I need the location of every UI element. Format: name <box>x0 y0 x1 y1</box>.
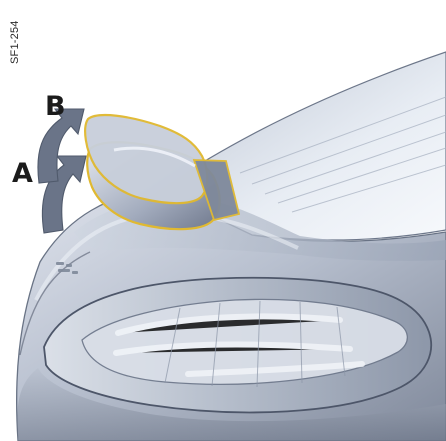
label-b: B <box>45 93 66 120</box>
label-a: A <box>12 160 33 187</box>
figure-code: SF1-254 <box>6 12 24 64</box>
